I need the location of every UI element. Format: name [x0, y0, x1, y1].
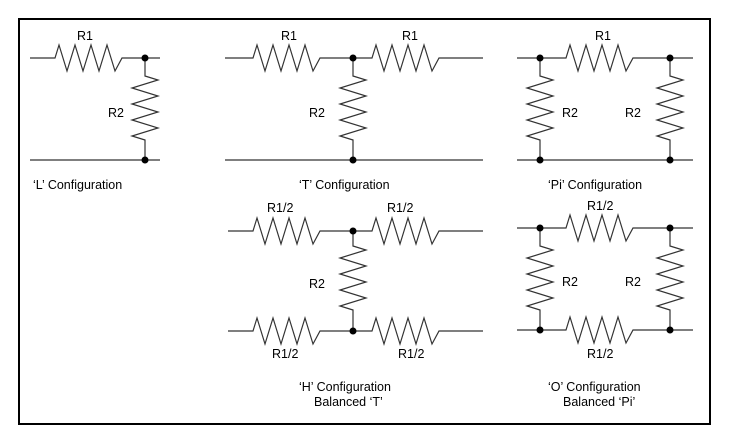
o-r2-right-label: R2	[625, 275, 641, 289]
t-r2-label: R2	[309, 106, 325, 120]
t-caption: ‘T’ Configuration	[299, 178, 390, 192]
t-r1-right-resistor	[353, 42, 483, 74]
pi-r1-label: R1	[595, 29, 611, 43]
pi-top-right-node	[666, 54, 674, 62]
l-top-node	[141, 54, 149, 62]
o-r-bottom-resistor	[540, 314, 693, 346]
pi-caption: ‘Pi’ Configuration	[548, 178, 642, 192]
pi-r2-right-resistor	[654, 58, 686, 160]
t-r1-left-label: R1	[281, 29, 297, 43]
h-r-top-right-label: R1/2	[387, 201, 413, 215]
h-bottom-node	[349, 327, 357, 335]
h-r-top-left-resistor	[228, 215, 353, 247]
t-configuration: R1 R1 R2 ‘T’ Configuration	[225, 29, 483, 192]
pi-bottom-left-node	[536, 156, 544, 164]
o-bottom-left-node	[536, 326, 544, 334]
o-r-top-label: R1/2	[587, 199, 613, 213]
o-caption-line1: ‘O’ Configuration	[548, 380, 641, 394]
t-r2-resistor	[337, 58, 369, 160]
t-r1-left-resistor	[225, 42, 353, 74]
o-r2-left-resistor	[524, 228, 556, 330]
l-r2-resistor	[129, 58, 161, 160]
l-r1-resistor	[30, 42, 160, 74]
h-r-bottom-left-resistor	[228, 315, 353, 347]
h-r-bottom-left-label: R1/2	[272, 347, 298, 361]
h-r-bottom-right-label: R1/2	[398, 347, 424, 361]
o-r2-left-label: R2	[562, 275, 578, 289]
h-r-bottom-right-resistor	[353, 315, 483, 347]
h-top-node	[349, 227, 357, 235]
h-caption-line2: Balanced ‘T’	[314, 395, 383, 409]
pi-bottom-right-node	[666, 156, 674, 164]
pi-r2-right-label: R2	[625, 106, 641, 120]
t-top-node	[349, 54, 357, 62]
h-r-top-right-resistor	[353, 215, 483, 247]
h-r2-resistor	[337, 231, 369, 331]
pi-r2-left-label: R2	[562, 106, 578, 120]
pi-r2-left-resistor	[524, 58, 556, 160]
o-caption-line2: Balanced ‘Pi’	[563, 395, 635, 409]
o-r-top-resistor	[540, 212, 693, 244]
o-configuration: R1/2 R2 R2 R1/2 ‘O’ Configuration Balanc…	[517, 199, 693, 409]
l-bottom-node	[141, 156, 149, 164]
t-r1-right-label: R1	[402, 29, 418, 43]
l-caption: ‘L’ Configuration	[33, 178, 122, 192]
pi-configuration: R1 R2 R2 ‘Pi’ Configuration	[517, 29, 693, 192]
h-configuration: R1/2 R1/2 R2 R1/2 R1/2 ‘H’ Configuration…	[228, 201, 483, 409]
h-caption-line1: ‘H’ Configuration	[299, 380, 391, 394]
h-r-top-left-label: R1/2	[267, 201, 293, 215]
pi-top-left-node	[536, 54, 544, 62]
h-r2-label: R2	[309, 277, 325, 291]
o-r-bottom-label: R1/2	[587, 347, 613, 361]
o-top-left-node	[536, 224, 544, 232]
diagram-frame	[18, 18, 711, 425]
o-r2-right-resistor	[654, 228, 686, 330]
o-bottom-right-node	[666, 326, 674, 334]
l-configuration: R1 R2 ‘L’ Configuration	[30, 29, 161, 192]
l-r1-label: R1	[77, 29, 93, 43]
o-top-right-node	[666, 224, 674, 232]
l-r2-label: R2	[108, 106, 124, 120]
t-bottom-node	[349, 156, 357, 164]
pi-r1-resistor	[540, 42, 693, 74]
